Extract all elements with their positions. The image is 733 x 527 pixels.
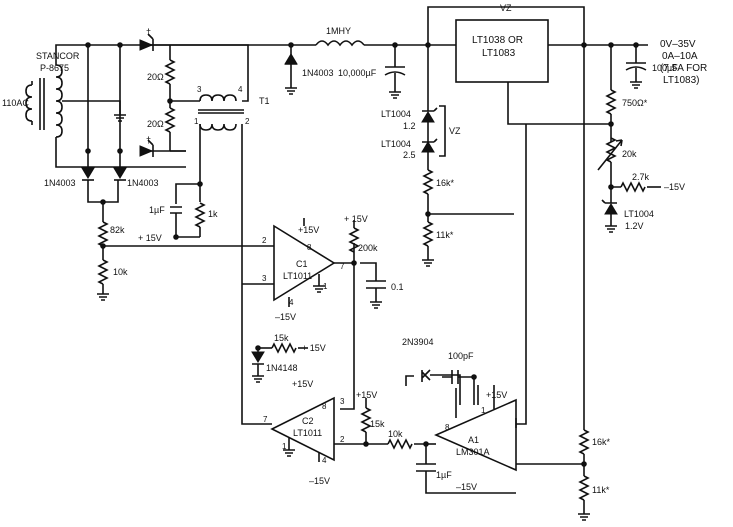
transformer-name: STANCOR [36,51,80,61]
plus15-b-label: + 15V [344,214,368,224]
error-amp-a1 [387,124,584,494]
a1-pin1: 1 [481,406,486,415]
regulator-line1: LT1038 OR [472,35,523,46]
zener-stack [421,45,514,267]
regulator-line2: LT1083 [482,48,516,59]
transistor-2n3904-label: 2N3904 [402,337,434,347]
a1-part: LM301A [456,447,490,457]
t1-pin1: 1 [194,117,199,126]
c2-pin1: 1 [282,442,287,451]
resistor-10k-a-label: 10k [113,267,128,277]
resistor-11k-b-label: 11k* [592,485,610,495]
output-line2: 0A–10A [662,51,698,62]
vz-bracket [427,6,585,45]
scr-bridge [81,33,200,203]
c2-pin2: 2 [340,435,345,444]
diode-mid-label: 1N4003 [302,68,334,78]
sense-divider [96,202,249,301]
comparator-c1 [242,218,386,410]
c1-pin7: 7 [340,262,345,271]
cap-0-1-label: 0.1 [391,282,404,292]
diode-left-label: 1N4003 [44,178,76,188]
inductor-label: 1MHY [326,26,351,36]
diode-right-label: 1N4003 [127,178,159,188]
cap-1uf-a-label: 1µF [149,205,165,215]
output-divider [577,45,591,521]
c1-pin2: 2 [262,236,267,245]
resistor-16k-b-label: 16k* [592,437,611,447]
c2-pin7: 7 [263,415,268,424]
zener1-name: LT1004 [381,109,411,119]
adjust-network [597,45,661,233]
resistor-2-7k-label: 2.7k [632,172,650,182]
transformer-part: P-8675 [40,63,69,73]
a1-name: A1 [468,435,479,445]
junction-dots [85,42,639,467]
resistor-10k-b-label: 10k [388,429,403,439]
resistor-200k-label: 200k [358,243,378,253]
resistor-20-bot-label: 20Ω [147,119,164,129]
gate-rc-network [170,183,205,238]
c1-pin8: 8 [307,243,312,252]
a1-plus15: +15V [486,390,507,400]
t1-pin2: 2 [245,117,250,126]
resistor-16k-a-label: 16k* [436,178,455,188]
c1-pin1: 1 [323,282,328,291]
c1-minus15: –15V [275,312,296,322]
neg15-ref-label: –15V [664,182,685,192]
resistor-1k-label: 1k [208,209,218,219]
a1-pin8: 8 [445,423,450,432]
vz-mid-label: VZ [449,126,461,136]
t1-pin4: 4 [238,85,243,94]
c1-name: C1 [296,259,308,269]
c2-name: C2 [302,416,314,426]
c2-minus15: –15V [309,476,330,486]
resistor-82k-label: 82k [110,225,125,235]
ac-input-label: 110AC [2,98,29,108]
cap-100pf-label: 100pF [448,351,474,361]
lt1004-ref-name: LT1004 [624,209,654,219]
plus15-c-label: + 15V [302,343,326,353]
t1-name: T1 [259,96,270,106]
vz-top-label: VZ [500,3,512,13]
zener2-name: LT1004 [381,139,411,149]
zener2-val: 2.5 [403,150,416,160]
c1-plus15: +15V [298,225,319,235]
output-line4: LT1083) [663,75,700,86]
c1-pin3: 3 [262,274,267,283]
c2-pin4: 4 [322,456,327,465]
resistor-750-label: 750Ω* [622,98,648,108]
c1-part: LT1011 [283,271,312,281]
c2-pin3: 3 [340,397,345,406]
c1-pin4: 4 [289,298,294,307]
diode-1n4148-label: 1N4148 [266,363,298,373]
c2-part: LT1011 [293,428,322,438]
t1-pin3: 3 [197,85,202,94]
output-line3: (7.5A FOR [660,63,707,74]
c2-plus15: +15V [292,379,313,389]
dagger-2: † [146,135,151,145]
plus15-d-label: +15V [356,390,377,400]
zener1-val: 1.2 [403,121,416,131]
output-line1: 0V–35V [660,39,696,50]
cap-out-label: 100µF [652,63,678,73]
output-capacitor [625,45,647,89]
resistor-20k-pot-label: 20k [622,149,637,159]
dagger-1: † [146,27,151,37]
lt1004-ref-val: 1.2V [625,221,644,231]
resistor-20-top-label: 20Ω [147,72,164,82]
a1-minus15: –15V [456,482,477,492]
cap-1uf-b-label: 1µF [436,470,452,480]
resistor-15k-a-label: 15k [274,333,289,343]
c2-pin8: 8 [322,402,327,411]
resistor-11k-a-label: 11k* [436,230,454,240]
resistor-15k-b-label: 15k [370,419,385,429]
main-rail [186,40,456,99]
regulator-block [455,19,648,125]
plus15-a-label: + 15V [138,233,162,243]
cap-bulk-label: 10,000µF [338,68,377,78]
